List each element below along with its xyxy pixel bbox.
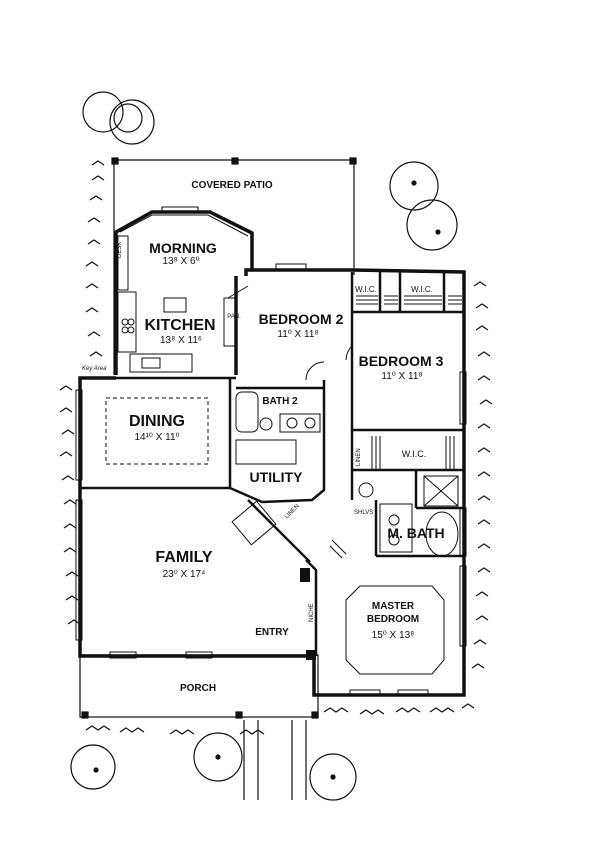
walkways: [243, 720, 307, 800]
wic-2-label: W.I.C.: [411, 285, 433, 294]
columns: [300, 568, 316, 660]
wic-1-label: W.I.C.: [355, 285, 377, 294]
tree-bottom-left: [70, 732, 243, 790]
entry-label: ENTRY: [255, 627, 289, 638]
dining-table: [105, 397, 209, 465]
family-label: FAMILY: [155, 549, 213, 566]
dining-label: DINING: [129, 413, 185, 430]
bedroom-3-label: BEDROOM 3: [358, 353, 444, 369]
master-bed: [345, 585, 445, 675]
pantry-label: PAN.: [227, 314, 241, 320]
kitchen-label: KITCHEN: [144, 317, 216, 334]
tree-top-left: [82, 91, 155, 145]
porch-label: PORCH: [179, 683, 217, 694]
interior-walls: [80, 272, 464, 656]
window-bays: [75, 206, 467, 697]
master-dimension: 15⁰ X 13⁸: [371, 630, 415, 641]
tree-bottom-right: [309, 753, 357, 801]
key-area-label: Key Area: [82, 366, 107, 372]
bedroom-2-label: BEDROOM 2: [258, 311, 344, 327]
wic-3-label: W.I.C.: [401, 449, 427, 459]
covered-patio-label: COVERED PATIO: [191, 180, 273, 191]
dining-dimension: 14¹⁰ X 11⁰: [134, 432, 180, 443]
morning-dimension: 13⁸ X 6⁰: [162, 256, 200, 267]
bath-fixtures: [231, 391, 459, 557]
trees: [70, 91, 458, 801]
shrubs: [59, 160, 493, 735]
tree-top-right: [389, 161, 458, 251]
niche-label: NICHE: [309, 603, 315, 622]
kitchen-dimension: 13⁸ X 11⁶: [159, 335, 203, 346]
linen-1-label: LINEN: [356, 448, 362, 466]
family-dimension: 23⁰ X 17⁴: [162, 569, 206, 580]
utility-label: UTILITY: [249, 469, 303, 485]
door-swings: [305, 345, 353, 559]
master-label-line-2: BEDROOM: [366, 614, 420, 625]
desk-label: DESK: [117, 241, 123, 258]
master-bath-label: M. BATH: [387, 525, 445, 541]
shelves-label: SHLVS: [354, 510, 374, 516]
morning-label: MORNING: [149, 240, 217, 256]
bedroom-3-dimension: 11⁰ X 11⁸: [381, 371, 423, 382]
bedroom-2-dimension: 11⁰ X 11⁸: [277, 329, 319, 340]
master-label-line-1: MASTER: [371, 601, 415, 612]
kitchen-fixtures: [117, 235, 249, 373]
closet-hanging-rods: [356, 295, 462, 470]
bath-2-label: BATH 2: [262, 396, 298, 407]
covered-patio: [111, 157, 357, 375]
